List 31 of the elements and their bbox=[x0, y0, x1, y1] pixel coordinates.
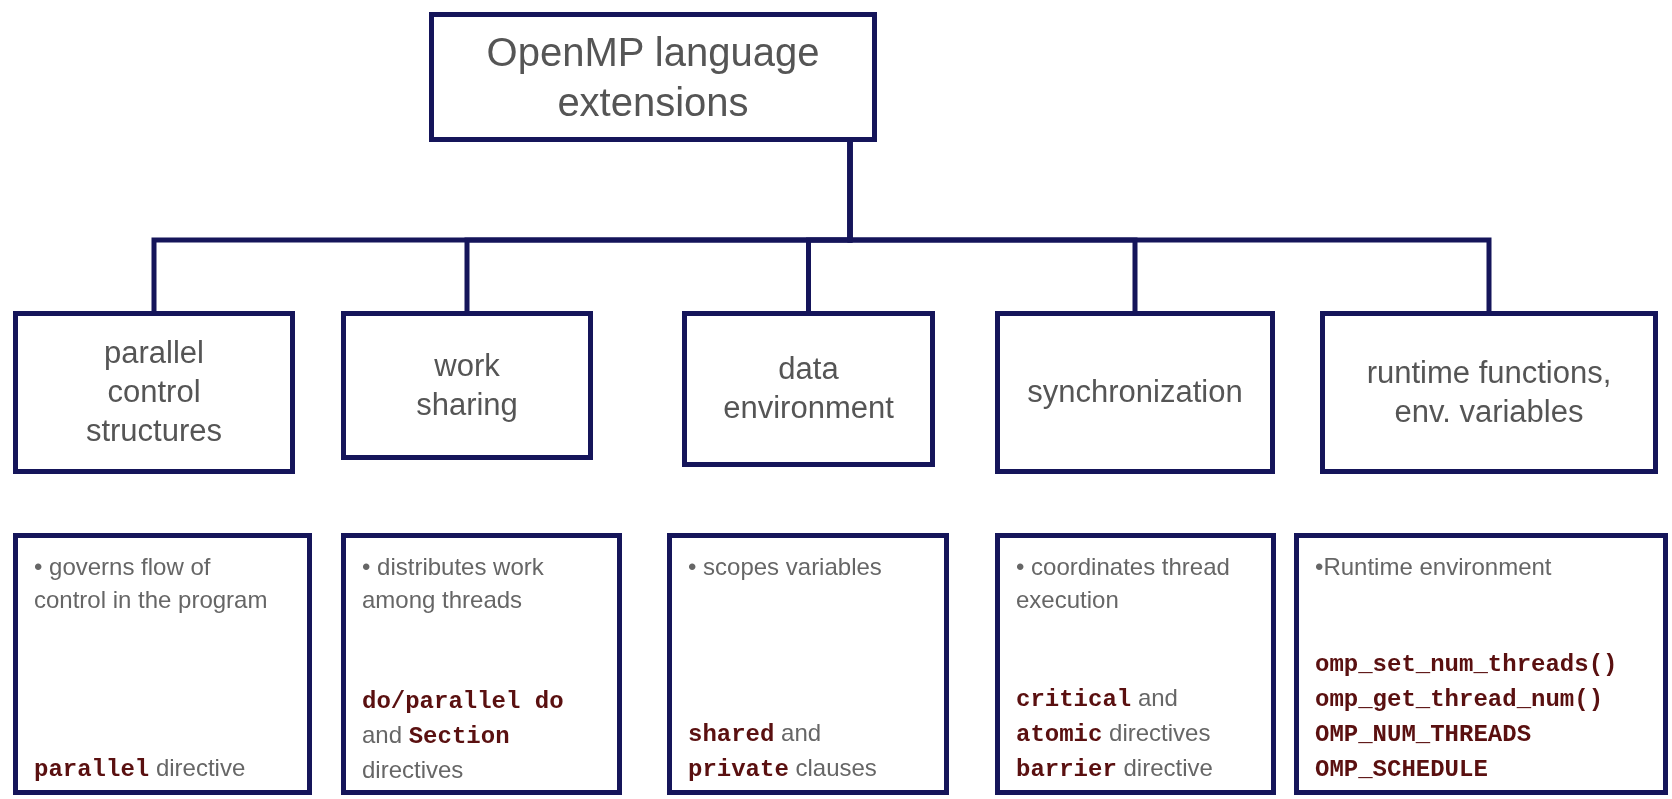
description-box bbox=[13, 533, 312, 795]
directive-text: OMP_SCHEDULE bbox=[1315, 755, 1489, 785]
description-text: • coordinates thread execution bbox=[1016, 552, 1231, 615]
category-box bbox=[682, 311, 935, 467]
description-box bbox=[995, 533, 1276, 795]
category-box bbox=[13, 311, 295, 474]
category-box bbox=[341, 311, 593, 460]
description-text: • governs flow of control in the program bbox=[34, 552, 269, 615]
box-title: synchronization bbox=[1027, 373, 1243, 412]
directive-text: omp_set_num_threads() bbox=[1315, 650, 1619, 680]
box-title: parallel control structures bbox=[84, 334, 224, 450]
directive-text: parallel directive bbox=[34, 753, 247, 785]
directive-text: barrier directive bbox=[1016, 753, 1214, 785]
directive-text: shared and private clauses bbox=[688, 718, 878, 785]
box-title: OpenMP language extensions bbox=[485, 29, 821, 126]
directive-text: do/parallel do and Section directives bbox=[362, 687, 565, 785]
description-text: • distributes work among threads bbox=[362, 552, 545, 615]
box-title: runtime functions, env. variables bbox=[1365, 353, 1613, 431]
description-box bbox=[341, 533, 622, 795]
description-text: •Runtime environment bbox=[1315, 552, 1553, 582]
box-title: data environment bbox=[723, 350, 894, 427]
connector-line bbox=[847, 142, 1492, 311]
category-box bbox=[1320, 311, 1658, 474]
directive-text: OMP_NUM_THREADS bbox=[1315, 720, 1533, 750]
description-text: • scopes variables bbox=[688, 552, 883, 582]
category-box bbox=[429, 12, 877, 142]
category-box bbox=[995, 311, 1275, 474]
box-title: work sharing bbox=[415, 346, 519, 424]
directive-text: omp_get_thread_num() bbox=[1315, 685, 1605, 715]
description-box bbox=[667, 533, 949, 795]
description-box bbox=[1294, 533, 1668, 795]
